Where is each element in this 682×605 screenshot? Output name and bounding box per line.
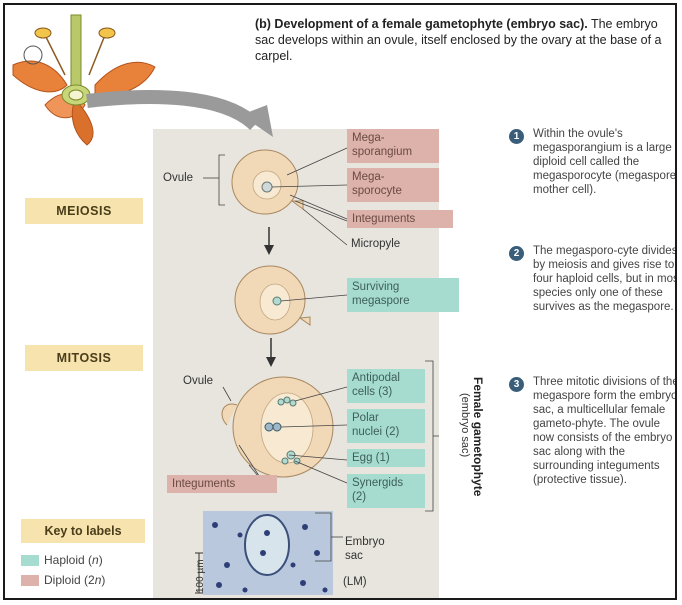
lm-label: (LM) bbox=[343, 575, 367, 589]
key-haploid: Haploid (n) bbox=[21, 553, 103, 567]
megasporocyte-label: Mega- sporocyte bbox=[347, 168, 439, 202]
diploid-word: Diploid (2 bbox=[44, 573, 95, 587]
embryo-sac-label: Embryo sac bbox=[345, 535, 385, 563]
key-diploid: Diploid (2n) bbox=[21, 573, 105, 587]
integuments-label-bottom: Integuments bbox=[167, 475, 277, 493]
synergids-label: Synergids (2) bbox=[347, 474, 425, 508]
micrograph bbox=[203, 511, 333, 595]
egg-label: Egg (1) bbox=[347, 449, 425, 467]
key-title: Key to labels bbox=[21, 519, 145, 543]
heading-title: (b) Development of a female gametophyte … bbox=[255, 17, 588, 31]
ovule-2 bbox=[235, 266, 310, 334]
surviving-megaspore-label: Surviving megaspore bbox=[347, 278, 459, 312]
label-key: Key to labels Haploid (n) Diploid (2n) bbox=[21, 519, 151, 599]
ovule-1 bbox=[232, 150, 303, 214]
female-gametophyte-label: Female gametophyte bbox=[471, 377, 485, 496]
step-2-text: The megasporo-cyte divides by meiosis an… bbox=[533, 244, 677, 314]
haploid-word: Haploid ( bbox=[44, 553, 92, 567]
embryo-sac-sublabel: (embryo sac) bbox=[459, 393, 471, 457]
integuments-label-top: Integuments bbox=[347, 210, 453, 228]
micropyle-label: Micropyle bbox=[351, 237, 400, 251]
megasporangium-label: Mega- sporangium bbox=[347, 129, 439, 163]
figure-frame: (b) Development of a female gametophyte … bbox=[3, 3, 677, 600]
haploid-n: n bbox=[92, 553, 99, 567]
flower-illustration bbox=[13, 15, 155, 145]
step-1-badge: 1 bbox=[509, 129, 524, 144]
ovule-label-bottom: Ovule bbox=[183, 374, 213, 388]
step-3-text: Three mitotic divisions of the megaspore… bbox=[533, 375, 677, 487]
diploid-swatch bbox=[21, 575, 39, 586]
meiosis-label: MEIOSIS bbox=[25, 198, 143, 224]
step-3-badge: 3 bbox=[509, 377, 524, 392]
antipodal-cells-label: Antipodal cells (3) bbox=[347, 369, 425, 403]
scale-bar-label: 100 µm bbox=[195, 559, 206, 593]
ovule-3 bbox=[222, 377, 333, 477]
step-1-text: Within the ovule's megasporangium is a l… bbox=[533, 127, 677, 197]
ovule-label-top: Ovule bbox=[163, 171, 193, 185]
step-2-badge: 2 bbox=[509, 246, 524, 261]
haploid-swatch bbox=[21, 555, 39, 566]
haploid-close: ) bbox=[99, 553, 103, 567]
mitosis-label: MITOSIS bbox=[25, 345, 143, 371]
figure-heading: (b) Development of a female gametophyte … bbox=[255, 16, 675, 64]
diploid-close: ) bbox=[101, 573, 105, 587]
polar-nuclei-label: Polar nuclei (2) bbox=[347, 409, 425, 443]
